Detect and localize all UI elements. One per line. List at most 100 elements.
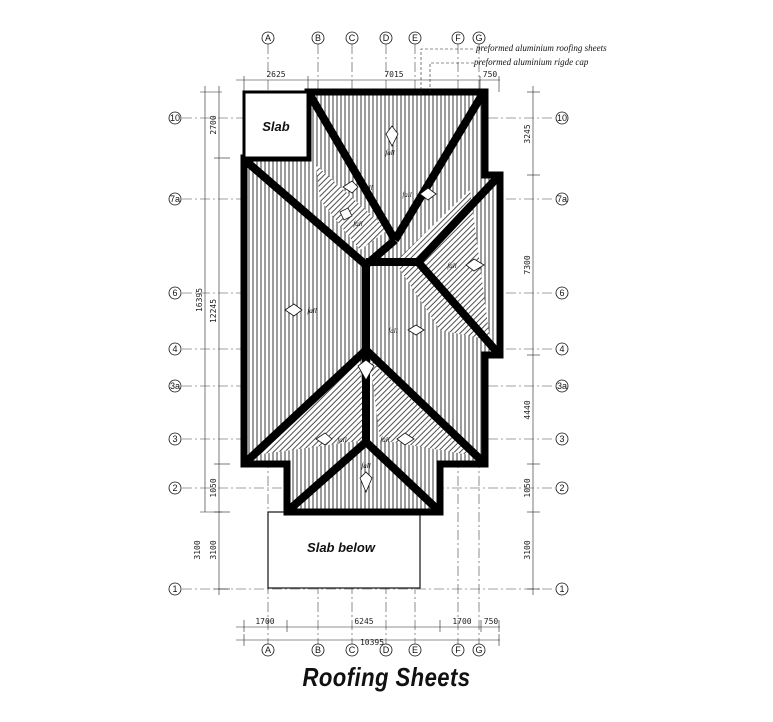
svg-text:E: E	[412, 33, 418, 43]
grid-marker-f-top: F	[451, 31, 465, 45]
grid-marker-d-bottom: D	[379, 643, 393, 657]
svg-text:1: 1	[172, 584, 177, 594]
dim-left-3: 1050	[209, 478, 218, 497]
grid-marker-7a-left: 7a	[168, 192, 182, 206]
grid-marker-4-left: 4	[168, 342, 182, 356]
svg-text:3: 3	[559, 434, 564, 444]
grid-marker-e-bottom: E	[408, 643, 422, 657]
grid-marker-7a-right: 7a	[555, 192, 569, 206]
svg-text:1: 1	[559, 584, 564, 594]
grid-marker-2-right: 2	[555, 481, 569, 495]
dim-right-4: 1050	[523, 478, 532, 497]
grid-marker-3-right: 3	[555, 432, 569, 446]
notes: preformed aluminium roofing sheets prefo…	[420, 43, 607, 95]
grid-marker-6-right: 6	[555, 286, 569, 300]
drawing-title: Roofing Sheets	[302, 662, 471, 692]
dim-bottom-3: 1700	[452, 617, 471, 626]
dim-bottom-1: 1700	[255, 617, 274, 626]
svg-text:C: C	[349, 645, 356, 655]
dim-top-2: 7015	[384, 70, 403, 79]
dim-right-2: 7300	[523, 255, 532, 274]
svg-text:4: 4	[172, 344, 177, 354]
roof-outline	[240, 88, 504, 516]
svg-text:Slab below: Slab below	[307, 540, 376, 555]
svg-text:fall: fall	[380, 436, 389, 444]
svg-text:3a: 3a	[557, 381, 567, 391]
grid-marker-b-top: B	[311, 31, 325, 45]
svg-text:10: 10	[557, 113, 567, 123]
grid-marker-3a-right: 3a	[555, 379, 569, 393]
grid-row-markers-right: 10 7a 6 4 3a 3 2 1	[555, 111, 569, 596]
svg-text:3: 3	[172, 434, 177, 444]
grid-marker-1-left: 1	[168, 582, 182, 596]
svg-text:10: 10	[170, 113, 180, 123]
svg-text:fall: fall	[361, 462, 370, 470]
dim-left-4: 3100	[209, 540, 218, 559]
fall-arrow-icon: fall	[447, 258, 485, 272]
dim-top-3: 750	[483, 70, 498, 79]
grid-marker-1-right: 1	[555, 582, 569, 596]
dim-right-1: 3245	[523, 124, 532, 143]
grid-marker-c-bottom: C	[345, 643, 359, 657]
grid-marker-c-top: C	[345, 31, 359, 45]
dimension-texts: 2625 7015 750 1700 6245 1700 750 10395 1…	[193, 70, 532, 647]
svg-text:A: A	[265, 645, 271, 655]
grid-row-markers-left: 10 7a 6 4 3a 3 2 1	[168, 111, 182, 596]
fall-arrow-icon: fall	[284, 303, 317, 317]
dim-left-2: 12245	[209, 299, 218, 323]
grid-marker-a-bottom: A	[261, 643, 275, 657]
svg-text:fall: fall	[385, 149, 394, 157]
dim-left-1: 2700	[209, 115, 218, 134]
svg-text:fall: fall	[388, 327, 397, 335]
dim-right-3: 4440	[523, 400, 532, 419]
grid-marker-a-top: A	[261, 31, 275, 45]
fall-arrows: fall fall fall fall fall fall fall	[284, 125, 485, 494]
svg-text:fall: fall	[307, 307, 316, 315]
grid-marker-10-right: 10	[555, 111, 569, 125]
svg-text:2: 2	[172, 483, 177, 493]
dim-left-5: 3100	[193, 540, 202, 559]
grid-marker-g-top: G	[472, 31, 486, 45]
svg-text:fall: fall	[363, 184, 372, 192]
fall-arrow-icon: fall	[385, 125, 399, 157]
dim-left-outer: 16395	[195, 288, 204, 312]
svg-text:fall: fall	[337, 436, 346, 444]
svg-text:7a: 7a	[170, 194, 180, 204]
dimension-lines	[200, 76, 540, 646]
svg-text:6: 6	[559, 288, 564, 298]
grid-marker-g-bottom: G	[472, 643, 486, 657]
grid-marker-e-top: E	[408, 31, 422, 45]
fall-arrow-icon: fall	[315, 432, 347, 446]
note-roofing-sheets: preformed aluminium roofing sheets	[475, 43, 607, 53]
dim-top-1: 2625	[266, 70, 285, 79]
grid-marker-d-top: D	[379, 31, 393, 45]
svg-text:3a: 3a	[170, 381, 180, 391]
slab-label: Slab	[262, 119, 290, 134]
dim-bottom-total: 10395	[360, 638, 384, 647]
svg-text:F: F	[455, 33, 461, 43]
grid-marker-4-right: 4	[555, 342, 569, 356]
svg-text:D: D	[383, 645, 390, 655]
svg-text:fall: fall	[402, 191, 411, 199]
svg-text:A: A	[265, 33, 271, 43]
grid-marker-f-bottom: F	[451, 643, 465, 657]
svg-text:B: B	[315, 33, 321, 43]
dim-bottom-2: 6245	[354, 617, 373, 626]
svg-text:4: 4	[559, 344, 564, 354]
svg-text:F: F	[455, 645, 461, 655]
svg-text:2: 2	[559, 483, 564, 493]
fall-arrow-icon: fall	[388, 324, 425, 336]
dim-bottom-4: 750	[484, 617, 499, 626]
svg-text:D: D	[383, 33, 390, 43]
svg-text:fall: fall	[353, 220, 362, 228]
grid-marker-b-bottom: B	[311, 643, 325, 657]
grid-marker-2-left: 2	[168, 481, 182, 495]
grid-marker-6-left: 6	[168, 286, 182, 300]
fall-arrow-icon	[357, 359, 375, 381]
grid-marker-3a-left: 3a	[168, 379, 182, 393]
fall-arrow-icon: fall	[402, 187, 437, 201]
fall-arrow-icon: fall	[339, 207, 363, 228]
svg-text:C: C	[349, 33, 356, 43]
dim-right-5: 3100	[523, 540, 532, 559]
